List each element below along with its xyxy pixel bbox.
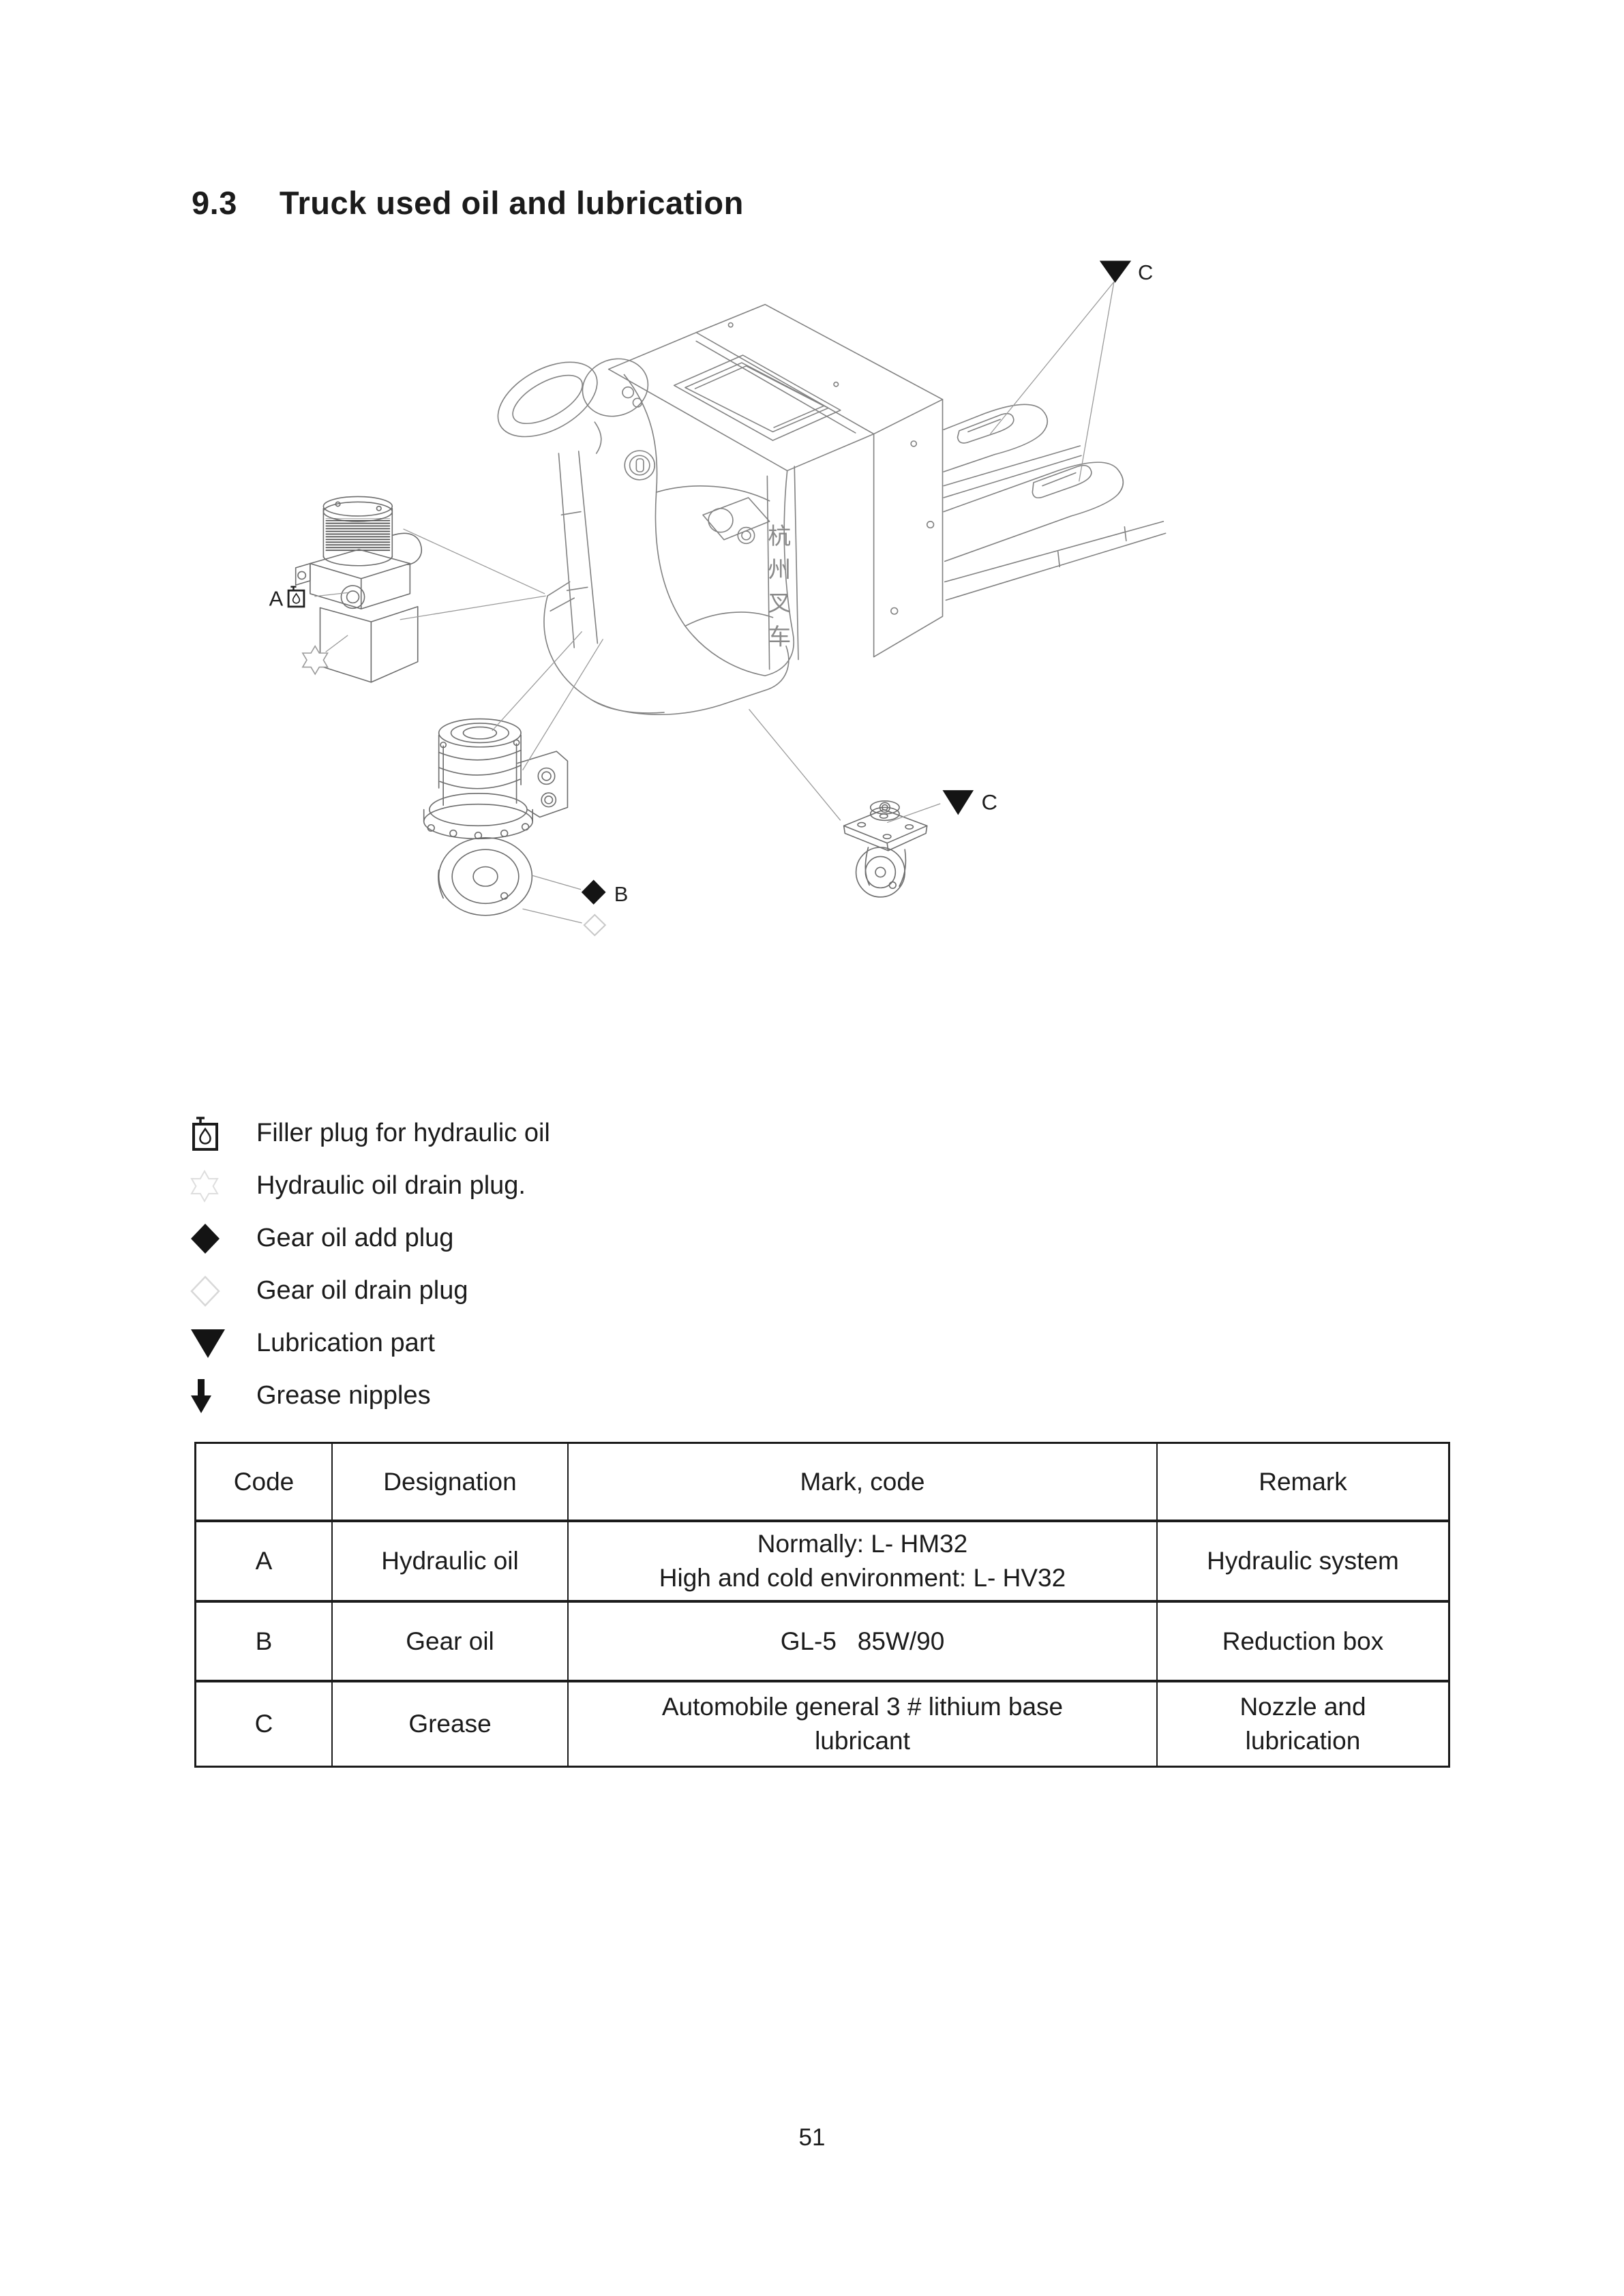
down-arrow-icon [190,1378,233,1415]
drain-star-icon [301,645,329,676]
table-cell-code: A [196,1522,333,1603]
truck-lubrication-figure: 杭 州 叉 车 [259,239,1391,1145]
table-cell-designation: Gear oil [333,1603,569,1682]
table-cell-mark: Normally: L- HM32 High and cold environm… [569,1522,1158,1603]
outline-diamond-icon [190,1275,233,1308]
table-cell-remark: Nozzle and lubrication [1239,1693,1366,1755]
brand-char-1: 杭 [768,524,791,549]
legend-item: Lubrication part [190,1317,550,1370]
callout-label-b: B [614,883,629,907]
table-header-cell: Code [196,1444,333,1522]
brand-char-2: 州 [768,558,791,583]
filled-triangle-icon [190,1327,233,1360]
legend-item-label: Hydraulic oil drain plug. [256,1171,526,1200]
legend: Filler plug for hydraulic oil Hydraulic … [190,1107,550,1422]
callout-label-a: A [269,588,284,611]
table-cell-mark: GL-5 85W/90 [569,1603,1158,1682]
leader-line [989,281,1115,434]
lubrication-triangle-icon [942,790,974,815]
section-title: 9.3 Truck used oil and lubrication [192,184,744,222]
callout-label-c-forks: C [1138,262,1153,285]
gear-drain-diamond-icon [583,913,607,937]
drive-unit-drawing [423,718,569,916]
page-title: Truck used oil and lubrication [279,185,744,221]
table-cell-designation: Hydraulic oil [333,1522,569,1603]
leader-line [400,595,546,620]
hydraulic-pump-drawing [295,496,423,683]
leader-lines [314,281,1115,924]
lubrication-triangle-icon [1099,260,1132,283]
leader-line [403,528,545,594]
truck-lubrication-drawing: 杭 州 叉 车 [269,260,1167,937]
legend-item: Gear oil drain plug [190,1265,550,1317]
table-header-cell: Designation [333,1444,569,1522]
legend-item: Hydraulic oil drain plug. [190,1160,550,1212]
legend-item-label: Gear oil drain plug [256,1276,468,1305]
leader-line [522,908,582,924]
six-point-star-icon [190,1168,233,1204]
leader-line [532,875,582,890]
gear-add-diamond-icon [581,879,606,905]
leader-line [522,639,604,771]
oil-can-icon [190,1115,233,1153]
table-header-cell: Mark, code [569,1444,1158,1522]
leader-line [1079,282,1115,482]
table-cell-code: B [196,1603,333,1682]
leader-line [886,803,941,824]
leader-line [492,631,583,731]
legend-item-label: Filler plug for hydraulic oil [256,1119,550,1147]
section-number: 9.3 [192,185,237,221]
filled-diamond-icon [190,1222,233,1255]
oil-lubrication-table: Code Designation Mark, code Remark A Hyd… [194,1442,1450,1768]
table-cell-code: C [196,1682,333,1766]
table-cell-designation: Grease [333,1682,569,1766]
table-header-cell: Remark [1158,1444,1448,1522]
caster-wheel-drawing [843,800,928,898]
legend-item-label: Grease nipples [256,1381,431,1410]
leader-line [749,708,841,821]
callout-label-c-caster: C [981,790,997,815]
legend-item: Filler plug for hydraulic oil [190,1107,550,1160]
leader-line [325,635,348,652]
legend-item-label: Lubrication part [256,1329,435,1357]
table-cell-remark: Hydraulic system [1158,1522,1448,1603]
page-number: 51 [798,2124,826,2151]
truck-body-drawing: 杭 州 叉 车 [497,303,944,716]
legend-item: Grease nipples [190,1370,550,1422]
table-cell-remark: Reduction box [1158,1603,1448,1682]
table-cell-mark: Automobile general 3 # lithium base lubr… [569,1682,1158,1766]
legend-item-label: Gear oil add plug [256,1224,454,1252]
brand-char-4: 车 [768,624,791,650]
filler-plug-icon [287,586,305,608]
legend-item: Gear oil add plug [190,1212,550,1265]
leader-line [314,592,348,597]
forks-drawing [943,404,1167,601]
callouts: C A B C [269,260,1153,937]
